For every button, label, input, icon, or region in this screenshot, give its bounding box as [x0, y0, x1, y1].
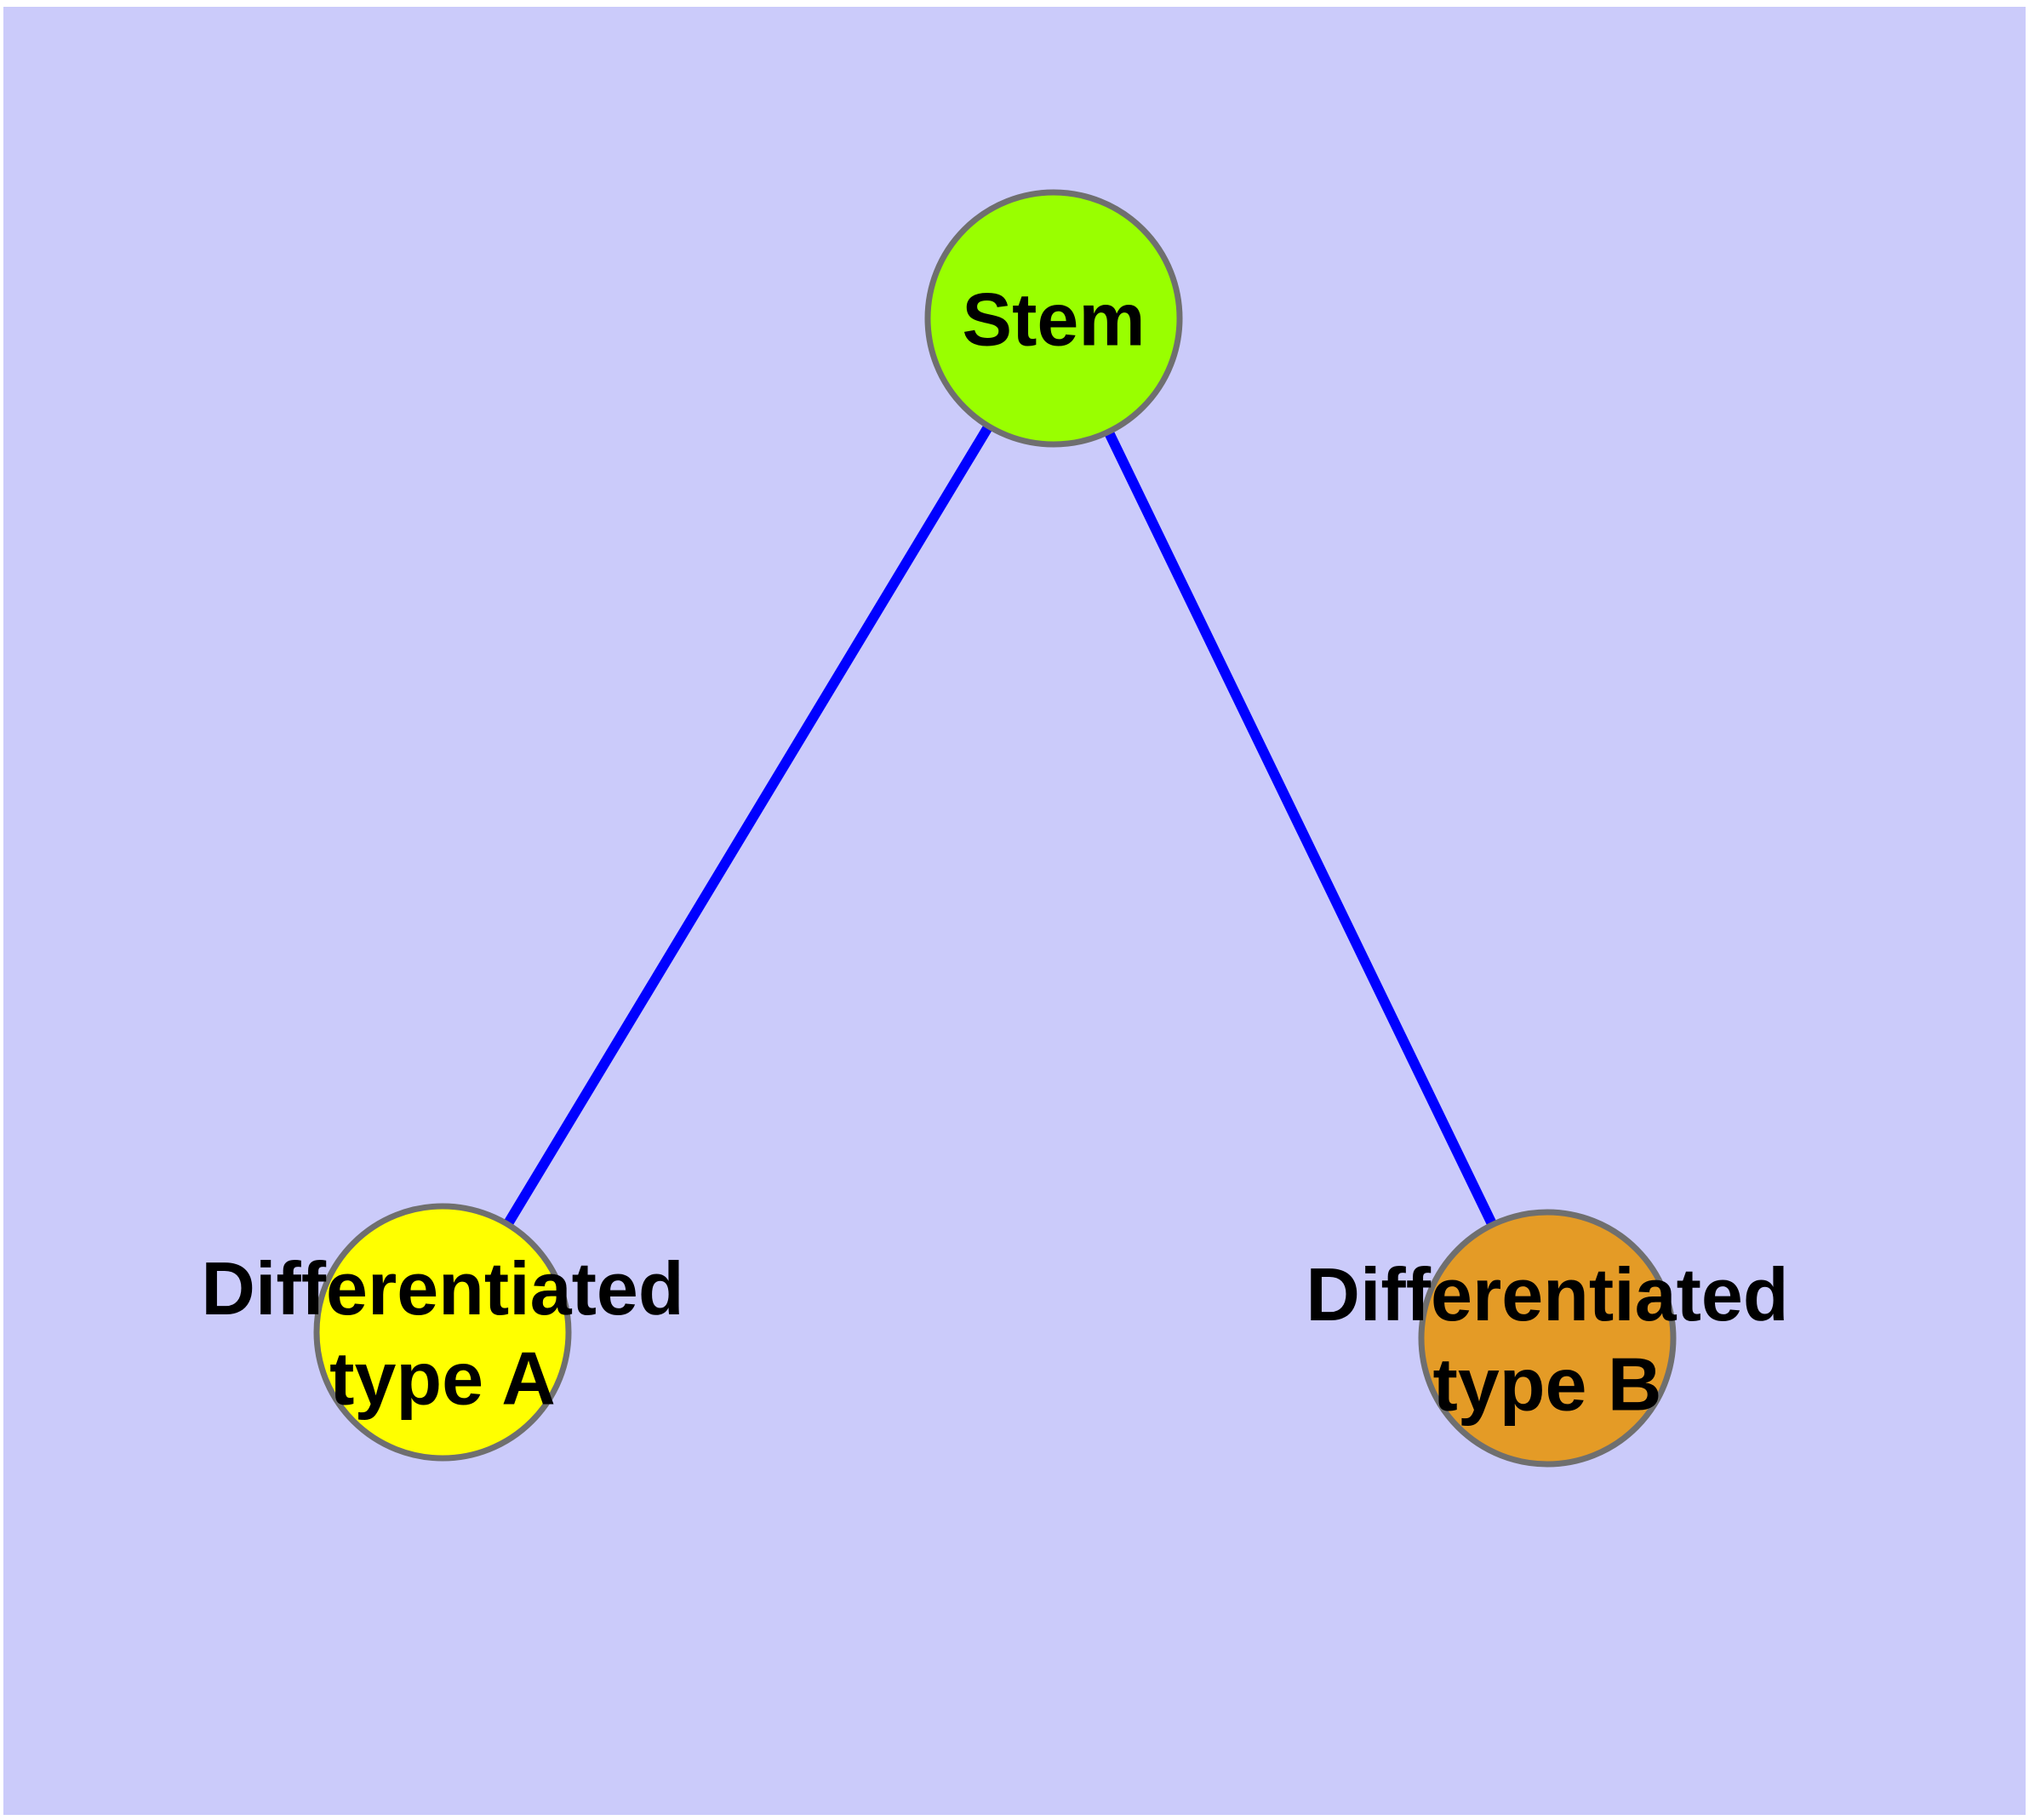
node-type-a-circle: [313, 1203, 572, 1462]
edge-stem-type-a: [437, 315, 1059, 1336]
node-type-a-label-line1: Differentiated: [201, 1246, 683, 1331]
node-stem-label-line1: Stem: [962, 278, 1145, 362]
node-type-b-label-line2: type B: [1433, 1342, 1662, 1426]
edge-stem-type-b: [1049, 316, 1552, 1341]
node-type-b-circle: [1418, 1209, 1677, 1468]
node-stem-circle: [924, 189, 1183, 448]
node-type-a-label-line2: type A: [329, 1336, 556, 1420]
node-type-b-label-line1: Differentiated: [1306, 1252, 1788, 1336]
